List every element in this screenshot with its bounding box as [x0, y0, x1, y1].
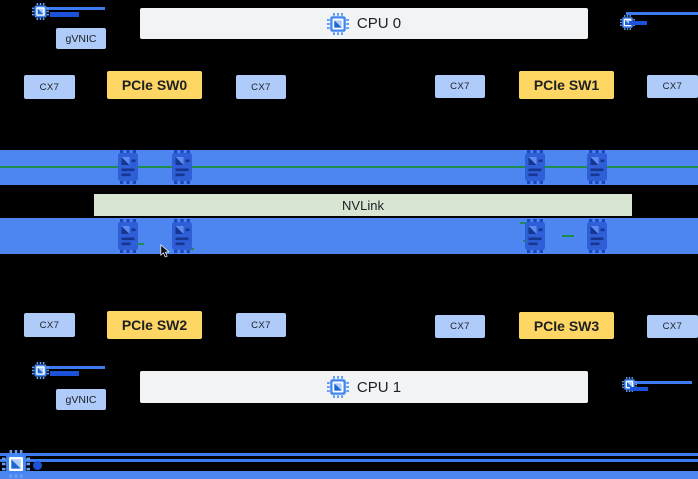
pcie-sw3-label: PCIe SW3 — [533, 317, 600, 334]
cx7-box: CX7 — [647, 75, 698, 98]
gpu-chip-icon — [524, 150, 546, 184]
gpu-chip-icon — [171, 150, 193, 184]
pcie-sw0-box: PCIe SW0 — [107, 71, 202, 99]
gvnic-bottom-box: gVNIC — [56, 389, 106, 410]
pcie-sw2-label: PCIe SW2 — [121, 317, 188, 333]
nic-uplink-dark-line — [50, 371, 79, 376]
cx7-label: CX7 — [450, 321, 470, 332]
cx7-label: CX7 — [450, 81, 470, 92]
gvnic-top-box: gVNIC — [56, 28, 106, 49]
cx7-box: CX7 — [24, 75, 75, 99]
nic-uplink-dark-line — [630, 387, 648, 391]
nic-uplink-icon — [32, 3, 49, 20]
nic-uplink-line — [626, 12, 698, 15]
gvnic-bottom-label: gVNIC — [65, 393, 97, 406]
cx7-label: CX7 — [251, 319, 271, 331]
mouse-cursor-icon — [160, 244, 170, 259]
nic-uplink-line — [38, 7, 105, 10]
bottom-bus-bar — [0, 471, 698, 479]
gpu-bar-bottom — [0, 218, 698, 254]
cx7-label: CX7 — [662, 321, 683, 332]
nic-uplink-dark-line — [50, 12, 79, 17]
cx7-box: CX7 — [647, 315, 698, 338]
pcie-sw1-box: PCIe SW1 — [519, 71, 614, 99]
bus-node-dot — [33, 461, 42, 470]
nic-uplink-dark-line — [629, 21, 647, 25]
pcie-sw0-label: PCIe SW0 — [121, 77, 188, 93]
nvlink-bar: NVLink — [94, 194, 632, 216]
gpu-chip-icon — [524, 219, 546, 253]
cpu-chip-icon — [327, 376, 349, 398]
cpu1-box: CPU 1 — [140, 371, 588, 403]
gpu-chip-icon — [117, 150, 139, 184]
gpu-chip-icon — [117, 219, 139, 253]
gpu-chip-icon — [171, 219, 193, 253]
nvlink-trace — [562, 235, 574, 237]
cpu1-label: CPU 1 — [356, 378, 402, 396]
bottom-bus-line — [0, 459, 698, 462]
pcie-sw1-label: PCIe SW1 — [533, 77, 600, 93]
pcie-sw3-box: PCIe SW3 — [519, 312, 614, 339]
cx7-box: CX7 — [435, 315, 485, 338]
cx7-label: CX7 — [251, 81, 271, 93]
pcie-sw2-box: PCIe SW2 — [107, 311, 202, 339]
bottom-bus-line — [0, 453, 698, 456]
cpu-chip-icon — [327, 13, 349, 35]
cx7-box: CX7 — [435, 75, 485, 98]
cx7-box: CX7 — [236, 313, 286, 337]
nic-uplink-icon — [32, 362, 49, 379]
cx7-label: CX7 — [662, 81, 683, 92]
nic-uplink-line — [629, 381, 692, 384]
gpu-chip-icon — [586, 219, 608, 253]
gpu-chip-icon — [586, 150, 608, 184]
cx7-box: CX7 — [24, 313, 75, 337]
nic-uplink-line — [38, 366, 105, 369]
cpu0-label: CPU 0 — [356, 15, 402, 32]
cpu0-box: CPU 0 — [140, 8, 588, 39]
nvlink-label: NVLink — [342, 197, 384, 213]
cx7-label: CX7 — [39, 319, 60, 331]
nvlink-trace — [0, 166, 698, 169]
host-chip-icon — [2, 450, 30, 478]
gvnic-top-label: gVNIC — [65, 32, 97, 45]
cx7-box: CX7 — [236, 75, 286, 99]
cx7-label: CX7 — [39, 81, 60, 93]
